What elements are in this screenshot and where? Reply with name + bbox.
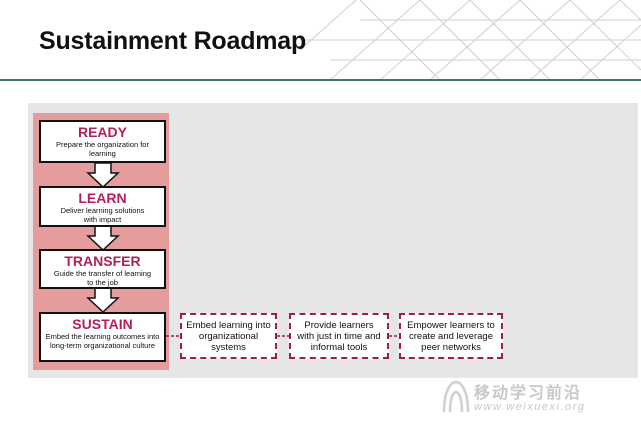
- stage-heading: TRANSFER: [64, 253, 141, 269]
- slide-title: Sustainment Roadmap: [39, 27, 307, 55]
- geometric-pattern: [299, 0, 641, 80]
- stage-ready: READY Prepare the organization for learn…: [39, 120, 166, 163]
- sustain-step-empower: Empower learners to create and leverage …: [399, 313, 503, 359]
- stage-heading: SUSTAIN: [72, 316, 133, 332]
- stage-learn: LEARN Deliver learning solutions with im…: [39, 186, 166, 227]
- watermark-logo-icon: [442, 380, 470, 413]
- down-arrow-2: [86, 225, 120, 252]
- stage-heading: LEARN: [78, 190, 127, 206]
- stage-description: Prepare the organization for learning: [56, 140, 149, 158]
- stage-description: Guide the transfer of learning to the jo…: [53, 269, 152, 287]
- title-divider: [0, 79, 641, 81]
- stage-sustain: SUSTAIN Embed the learning outcomes into…: [39, 312, 166, 362]
- sustain-step-provide: Provide learners with just in time and i…: [289, 313, 389, 359]
- stage-description: Deliver learning solutions with impact: [60, 206, 145, 224]
- stage-transfer: TRANSFER Guide the transfer of learning …: [39, 249, 166, 289]
- stage-heading: READY: [77, 124, 127, 140]
- down-arrow-3: [86, 287, 120, 314]
- watermark-chinese: 移动学习前沿: [474, 385, 583, 402]
- sustain-step-embed: Embed learning into organizational syste…: [180, 313, 277, 359]
- stage-description: Embed the learning outcomes into long-te…: [45, 332, 160, 350]
- down-arrow-1: [86, 162, 120, 189]
- watermark-url: www.weixuexi.org: [474, 401, 586, 413]
